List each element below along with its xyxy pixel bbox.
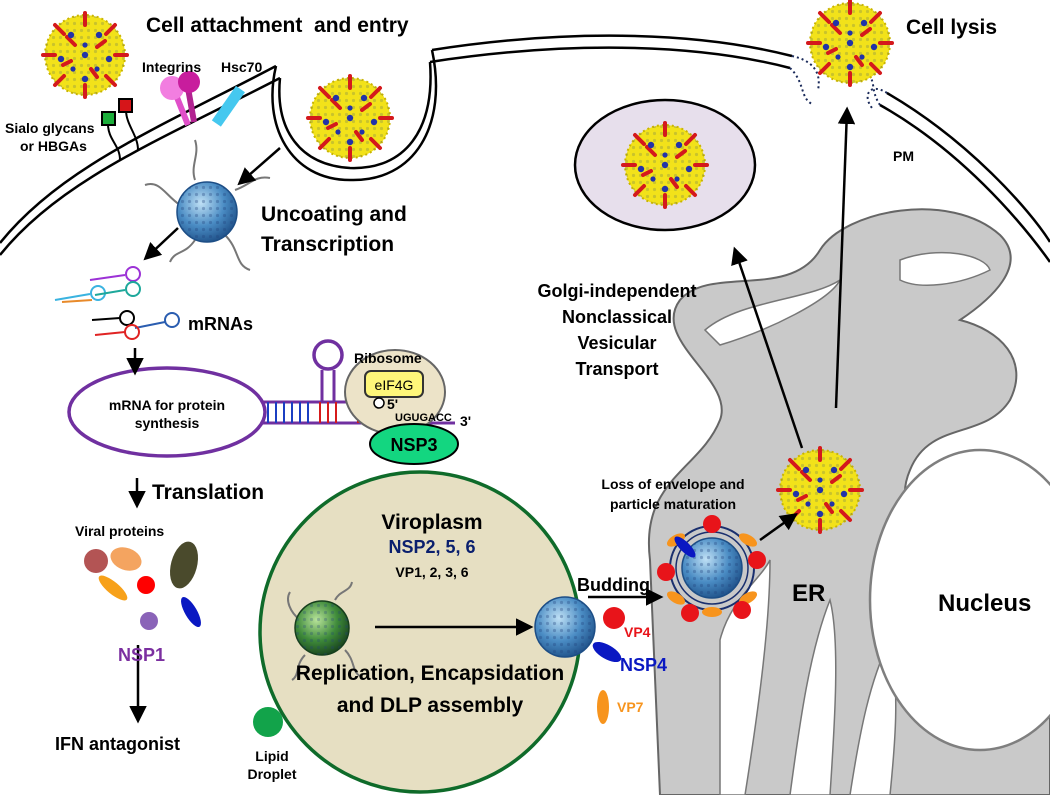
- label-nsp1: NSP1: [118, 645, 165, 665]
- dlp-budding: [534, 596, 596, 658]
- label-mrna-synth-1: mRNA for protein: [109, 397, 225, 413]
- virus-entering: [306, 74, 394, 162]
- er-lumen-gaps: [703, 251, 991, 795]
- nsp3-protein: [369, 423, 459, 465]
- uncoating-dlp: [144, 139, 271, 271]
- sialo-glycan-receptor-green: [101, 111, 121, 161]
- label-replication-2: and DLP assembly: [337, 694, 524, 717]
- label-sialo-2: or HBGAs: [20, 138, 87, 154]
- label-loss-2: particle maturation: [610, 496, 736, 512]
- nsp4-budding: [592, 641, 622, 663]
- label-golgi-2: Nonclassical: [562, 307, 672, 327]
- label-mrna-synth-2: synthesis: [135, 415, 200, 431]
- vp4-budding: [603, 607, 625, 629]
- label-vp1236: VP1, 2, 3, 6: [395, 564, 468, 580]
- label-er: ER: [792, 580, 825, 607]
- enveloped-particle: [657, 515, 766, 622]
- virus-attaching: [41, 11, 129, 99]
- replicating-rna-strands: [287, 581, 361, 681]
- process-arrows: [126, 106, 856, 724]
- label-uncoating-2: Transcription: [261, 233, 394, 256]
- label-uncoating-1: Uncoating and: [261, 203, 407, 226]
- label-seq: UGUGACC: [395, 412, 452, 424]
- label-vp7: VP7: [617, 699, 644, 715]
- label-golgi-4: Transport: [575, 359, 658, 379]
- label-ifn: IFN antagonist: [55, 734, 180, 754]
- dlp-uncoating: [176, 181, 238, 243]
- label-eif4g: eIF4G: [375, 377, 414, 393]
- integrin-receptor: [160, 71, 200, 127]
- label-three-prime: 3': [460, 413, 471, 429]
- label-replication-1: Replication, Encapsidation: [296, 662, 564, 685]
- label-nsp256: NSP2, 5, 6: [388, 537, 475, 557]
- virus-in-vesicle: [621, 121, 709, 209]
- label-nsp4: NSP4: [620, 655, 667, 675]
- label-mrnas: mRNAs: [188, 314, 253, 334]
- labels: Cell attachment and entry Cell lysis Int…: [5, 14, 1031, 782]
- mrna-translation-complex: [67, 339, 459, 465]
- label-viroplasm: Viroplasm: [381, 511, 482, 534]
- lipid-droplet: [253, 707, 283, 737]
- label-hsc70: Hsc70: [221, 59, 262, 75]
- label-loss-1: Loss of envelope and: [601, 476, 744, 492]
- label-nsp3: NSP3: [390, 435, 437, 455]
- virus-released: [806, 0, 894, 87]
- label-pm: PM: [893, 148, 914, 164]
- label-cell-attachment: Cell attachment and entry: [146, 14, 409, 37]
- label-integrins: Integrins: [142, 59, 201, 75]
- label-viral-proteins: Viral proteins: [75, 523, 164, 539]
- label-lipid-1: Lipid: [255, 748, 288, 764]
- label-vp4: VP4: [624, 624, 651, 640]
- endocytic-vesicle: [278, 61, 432, 170]
- label-golgi-3: Vesicular: [577, 333, 656, 353]
- label-budding: Budding: [577, 575, 650, 595]
- label-lipid-2: Droplet: [248, 766, 297, 782]
- sialo-glycan-receptor-red: [118, 98, 139, 151]
- vp7-protein: [597, 690, 609, 724]
- label-cell-lysis: Cell lysis: [906, 16, 997, 39]
- label-nucleus: Nucleus: [938, 590, 1031, 617]
- viral-proteins-cluster: [84, 541, 201, 630]
- mrna-hairpins: [54, 266, 180, 340]
- label-golgi-1: Golgi-independent: [538, 281, 697, 301]
- hsc70-receptor: [211, 85, 245, 127]
- nucleus: [868, 448, 1050, 752]
- eif4g-box: [364, 370, 424, 398]
- label-ribosome: Ribosome: [354, 350, 422, 366]
- label-five-prime: 5': [387, 396, 398, 412]
- label-translation: Translation: [152, 481, 264, 504]
- label-sialo-1: Sialo glycans: [5, 120, 95, 136]
